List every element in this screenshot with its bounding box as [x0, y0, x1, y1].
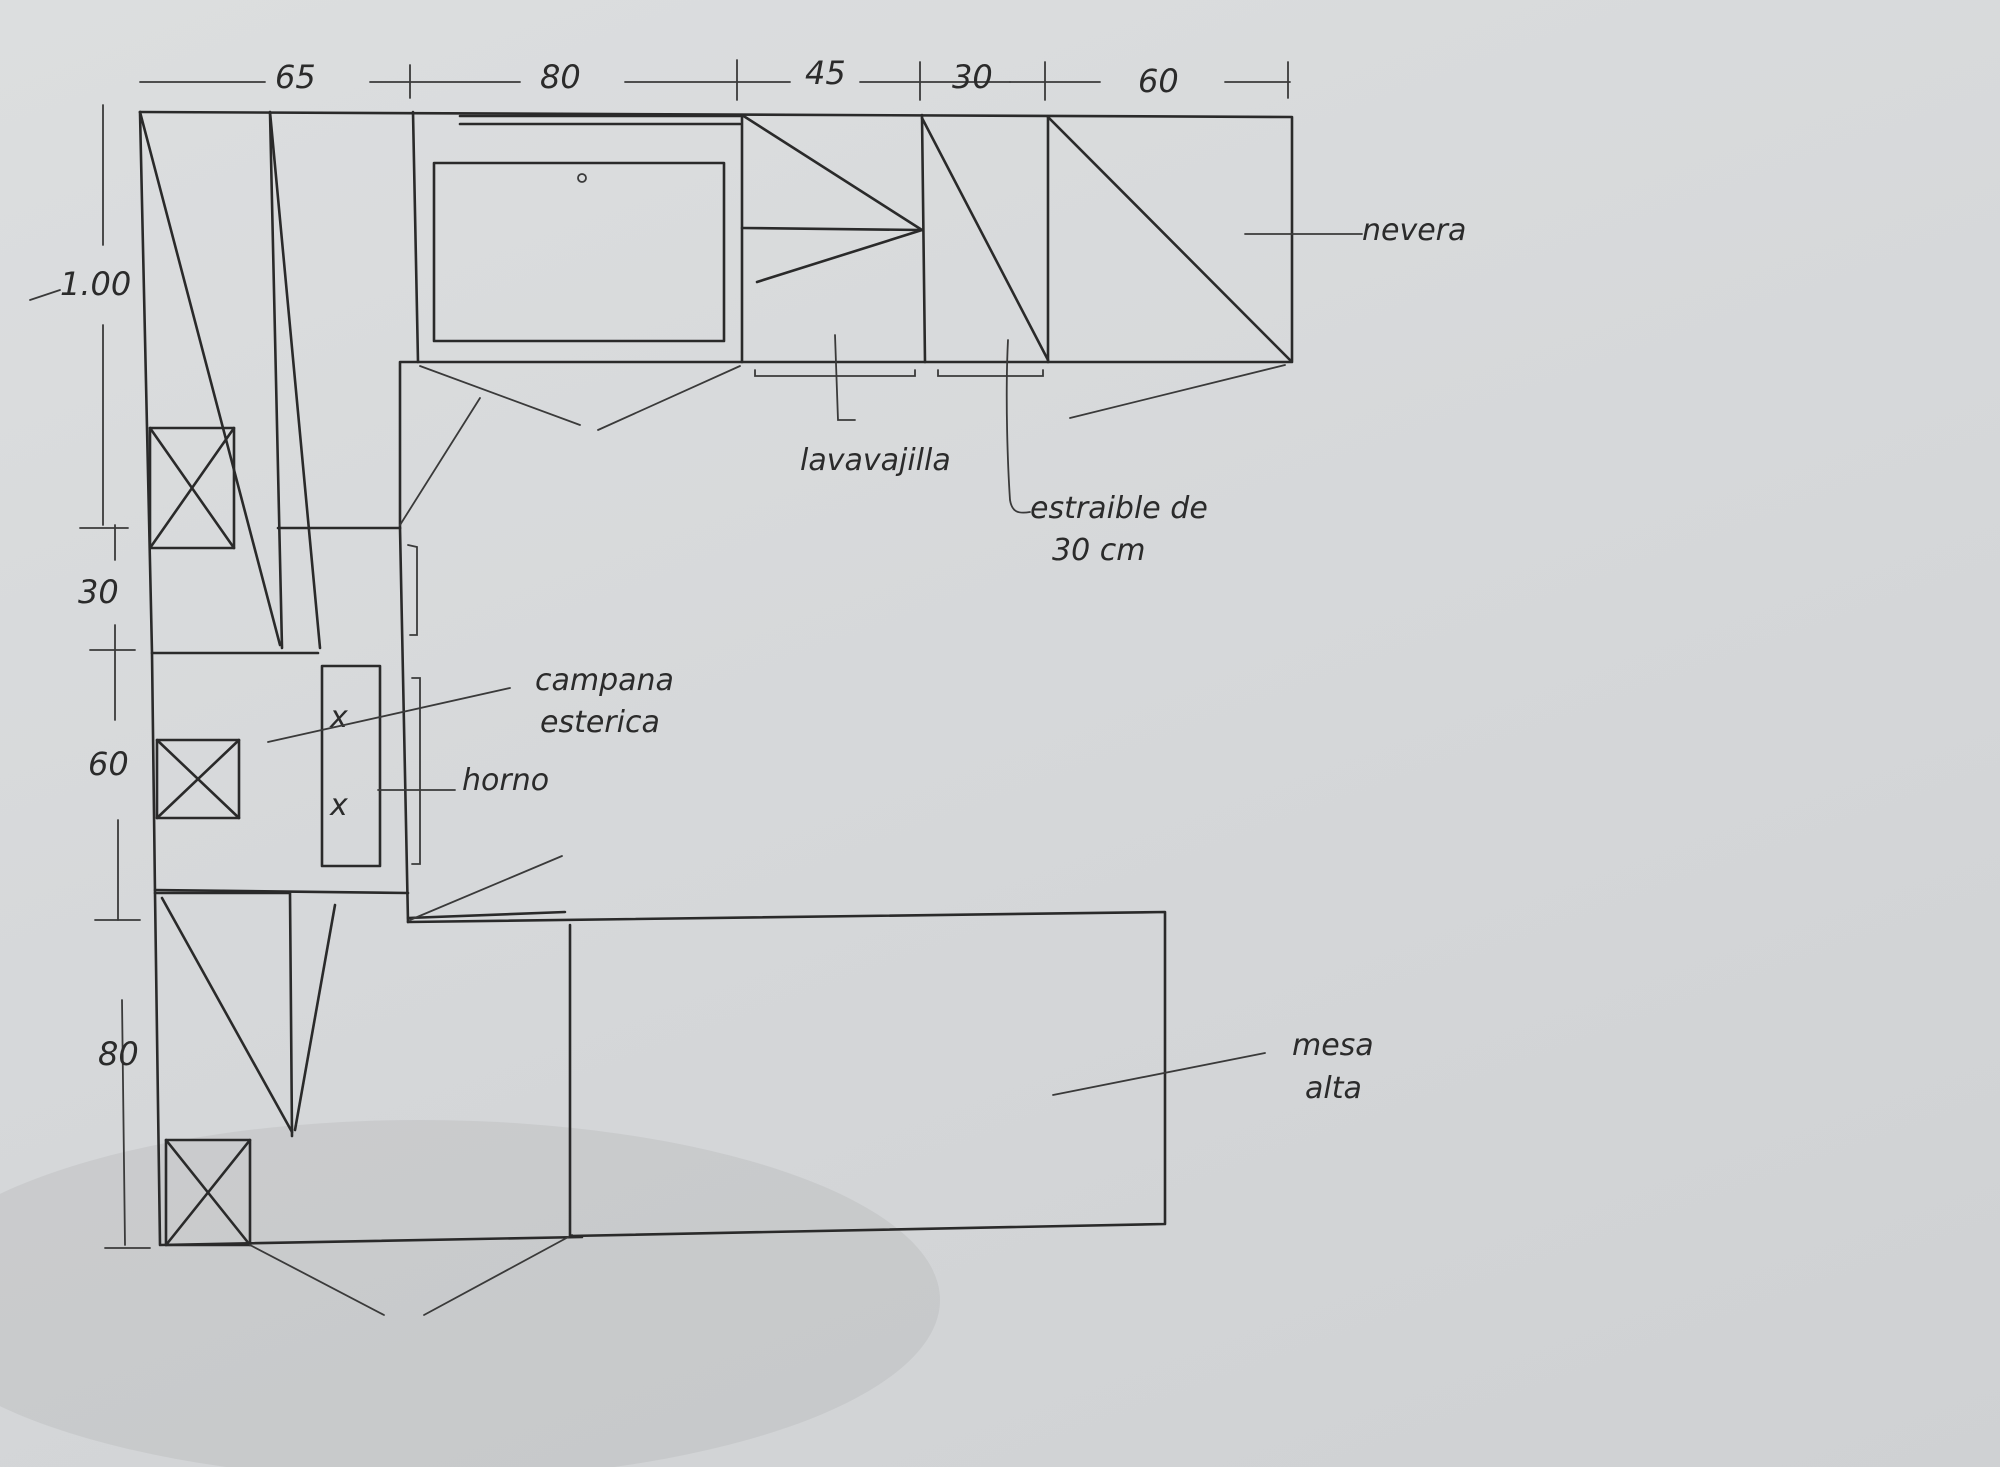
dim-top-80: 80 — [540, 58, 581, 96]
column-pillar-upper — [148, 426, 236, 550]
hob-burner-marker-1: x — [329, 700, 348, 735]
label-extraible-line2: 30 cm — [1052, 533, 1145, 568]
label-lavavajilla: lavavajilla — [800, 443, 951, 478]
column-pillar-lower — [164, 1138, 573, 1316]
label-nevera: nevera — [1362, 213, 1466, 248]
sink-basin — [432, 161, 726, 343]
dim-left-60: 60 — [88, 745, 129, 783]
lower-left-cabinet — [153, 855, 567, 1138]
dishwasher-cabinet — [740, 113, 927, 421]
label-extraible-line1: estraible de — [1030, 491, 1208, 526]
sink-drain-icon — [577, 173, 587, 183]
left-dimension-line — [29, 104, 151, 1249]
hob-outline — [320, 664, 382, 868]
top-dimension-line — [139, 59, 1291, 101]
dim-top-65: 65 — [275, 58, 316, 96]
cooktop-zone: x x — [150, 544, 421, 895]
top-counter-run — [138, 110, 1294, 530]
dim-top-30: 30 — [952, 58, 993, 96]
dim-left-1.00: 1.00 — [60, 265, 131, 303]
left-counter-run — [138, 110, 584, 1247]
label-campana-line1: campana — [535, 663, 674, 698]
leader-campana — [267, 687, 511, 743]
high-table — [406, 910, 1266, 1238]
pullout-30-cabinet — [920, 115, 1050, 514]
column-pillar-middle — [155, 738, 241, 820]
label-mesa-line1: mesa — [1292, 1028, 1374, 1063]
label-campana-line2: esterica — [540, 705, 660, 740]
label-horno: horno — [462, 763, 549, 798]
dim-top-45: 45 — [805, 54, 846, 92]
dim-left-80: 80 — [98, 1035, 139, 1073]
fridge-cabinet — [1046, 115, 1363, 419]
sink-cabinet — [411, 110, 744, 431]
paper-shadow — [0, 1120, 940, 1467]
label-mesa-line2: alta — [1305, 1071, 1362, 1106]
dim-left-30: 30 — [78, 573, 119, 611]
hob-burner-marker-2: x — [329, 788, 348, 823]
dim-top-60: 60 — [1138, 62, 1179, 100]
